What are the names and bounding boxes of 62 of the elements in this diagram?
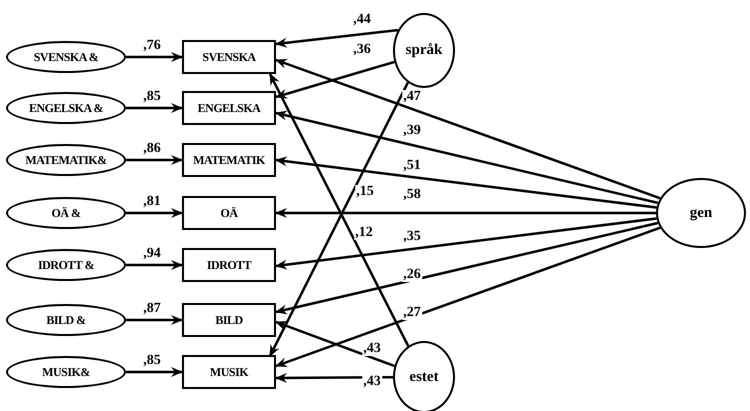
- edge-label: ,94: [142, 247, 162, 261]
- node-label: OÄ: [220, 206, 238, 220]
- arrow: [275, 222, 658, 314]
- edge-label: ,43: [362, 342, 382, 356]
- edge-label: ,51: [402, 159, 422, 173]
- arrow: [275, 110, 658, 204]
- variable-box: [182, 355, 276, 389]
- arrow: [275, 217, 657, 270]
- node-label: BILD &: [46, 312, 86, 328]
- edge-label: ,39: [402, 124, 422, 138]
- arrow: [275, 226, 661, 368]
- node-label: estet: [409, 368, 439, 386]
- edge-label: ,85: [142, 90, 162, 104]
- variable-box: [182, 143, 276, 177]
- variable-box: [182, 196, 276, 230]
- arrow: [126, 52, 183, 62]
- edge-label: ,15: [355, 185, 375, 199]
- node-label: MUSIK&: [42, 364, 90, 380]
- edge-label: ,76: [142, 39, 162, 53]
- edge-label: ,87: [142, 302, 162, 316]
- variable-box: [182, 303, 276, 337]
- arrow: [275, 156, 657, 209]
- edge-label: ,85: [142, 354, 162, 368]
- edge-label: ,86: [142, 142, 162, 156]
- arrow: [275, 60, 395, 99]
- edge-label: ,26: [402, 268, 422, 282]
- arrow: [126, 367, 183, 377]
- edge-label: ,58: [402, 188, 422, 202]
- node-label: IDROTT: [206, 258, 252, 272]
- node-label: SVENSKA: [202, 50, 256, 64]
- node-label: MATEMATIK&: [25, 152, 107, 168]
- node-label: SVENSKA &: [34, 50, 98, 64]
- node-label: MATEMATIK: [193, 152, 265, 168]
- edge-label: ,43: [362, 375, 382, 389]
- node-label: ENGELSKA: [198, 100, 260, 116]
- arrow: [126, 260, 183, 270]
- node-label: BILD: [215, 312, 243, 328]
- variable-box: [182, 40, 276, 74]
- edge-label: ,27: [402, 306, 422, 320]
- edge-label: ,81: [142, 195, 162, 209]
- edge-label: ,35: [402, 230, 422, 244]
- variable-box: [182, 91, 276, 125]
- arrow: [126, 103, 183, 113]
- node-label: ENGELSKA &: [28, 100, 104, 116]
- edge-label: ,47: [402, 90, 422, 104]
- arrow: [275, 208, 656, 218]
- node-label: OÄ &: [52, 206, 80, 220]
- arrow: [275, 28, 398, 48]
- arrow: [126, 155, 183, 165]
- variable-box: [182, 248, 276, 282]
- edge-label: ,44: [352, 13, 372, 27]
- edge-label: ,12: [354, 226, 374, 240]
- node-label: IDROTT &: [38, 258, 94, 272]
- arrow: [275, 58, 661, 200]
- arrow: [126, 315, 183, 325]
- arrow: [275, 372, 393, 383]
- node-label: gen: [690, 204, 712, 222]
- edge-label: ,36: [352, 43, 372, 57]
- node-label: språk: [406, 42, 442, 59]
- node-label: MUSIK: [210, 364, 248, 380]
- arrow: [275, 320, 395, 368]
- arrow: [126, 208, 183, 218]
